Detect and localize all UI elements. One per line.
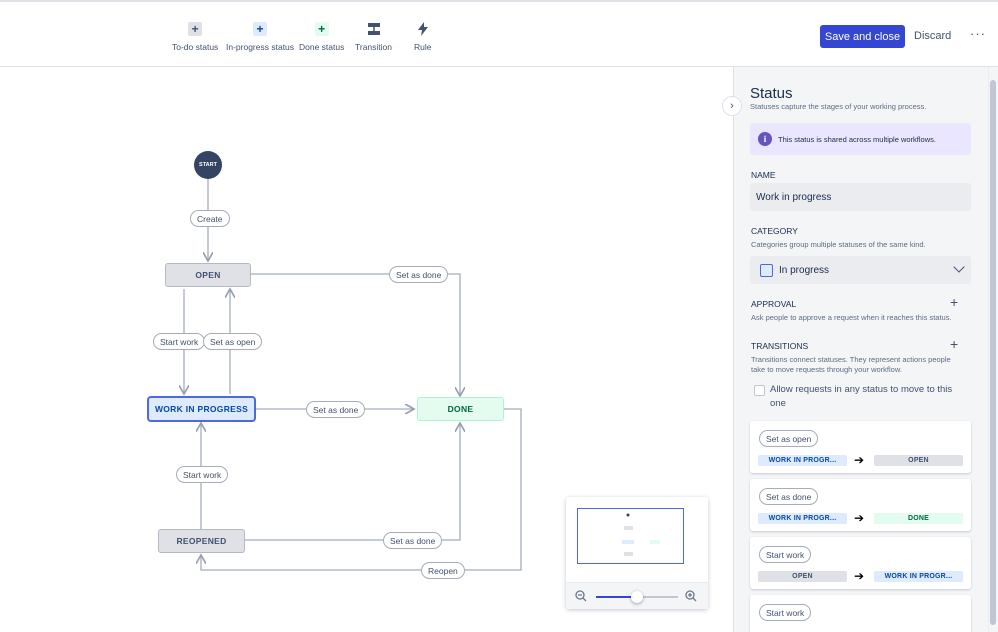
- transition-icon: [367, 22, 381, 36]
- add-transition-icon[interactable]: +: [950, 336, 959, 352]
- tool-label: Rule: [414, 42, 432, 52]
- chevron-down-icon: [953, 261, 965, 273]
- shared-status-info-banner: i This status is shared across multiple …: [750, 123, 971, 155]
- info-text: This status is shared across multiple wo…: [778, 134, 936, 144]
- minimap[interactable]: [566, 497, 708, 609]
- plus-icon: +: [188, 22, 203, 36]
- more-options-button[interactable]: ···: [970, 26, 986, 41]
- approval-label: APPROVAL: [751, 299, 797, 309]
- status-name-value: Work in progress: [756, 191, 832, 203]
- category-select[interactable]: In progress: [750, 256, 971, 284]
- add-inprogress-status-button[interactable]: + In-progress status: [226, 22, 294, 52]
- add-todo-status-button[interactable]: + To-do status: [172, 22, 218, 52]
- transition-label-start-work[interactable]: Start work: [153, 333, 206, 350]
- panel-subtitle: Statuses capture the stages of your work…: [750, 102, 927, 111]
- zoom-controls: [566, 582, 708, 609]
- approval-hint: Ask people to approve a request when it …: [751, 313, 952, 322]
- to-status-lozenge: WORK IN PROGR...: [874, 571, 963, 582]
- tool-label: To-do status: [172, 42, 219, 52]
- transition-card[interactable]: Start work: [750, 595, 971, 632]
- zoom-slider[interactable]: [596, 591, 678, 603]
- lightning-icon: [416, 22, 430, 36]
- transition-label-reopen[interactable]: Reopen: [421, 562, 465, 579]
- transition-label-set-as-done[interactable]: Set as done: [306, 401, 366, 418]
- plus-icon: +: [253, 22, 268, 36]
- transition-card-name: Start work: [759, 604, 812, 621]
- tool-label: Transition: [355, 42, 393, 52]
- category-value: In progress: [779, 264, 830, 276]
- category-color-swatch: [760, 263, 773, 277]
- transition-card-name: Set as open: [759, 430, 819, 447]
- plus-icon: +: [314, 22, 329, 36]
- from-status-lozenge: WORK IN PROGR...: [758, 455, 847, 466]
- transition-label-set-as-done[interactable]: Set as done: [389, 266, 449, 283]
- minimap-viewport[interactable]: [577, 508, 684, 564]
- panel-scrollbar-thumb[interactable]: [990, 80, 996, 625]
- from-status-lozenge: WORK IN PROGR...: [758, 513, 847, 524]
- add-approval-icon[interactable]: +: [950, 294, 959, 310]
- transition-label-start-work[interactable]: Start work: [176, 466, 229, 483]
- to-status-lozenge: OPEN: [874, 455, 963, 466]
- collapse-panel-button[interactable]: ›: [722, 96, 742, 116]
- to-status-lozenge: DONE: [874, 513, 963, 524]
- zoom-in-icon[interactable]: [685, 590, 697, 605]
- transitions-label: TRANSITIONS: [751, 341, 809, 351]
- add-rule-button[interactable]: Rule: [414, 22, 431, 52]
- category-label: CATEGORY: [751, 226, 798, 236]
- workflow-canvas[interactable]: START OPEN WORK IN PROGRESS DONE REOPENE…: [0, 67, 733, 632]
- arrow-right-icon: ➔: [854, 511, 865, 525]
- tool-label: In-progress status: [226, 42, 295, 52]
- arrow-right-icon: ➔: [854, 453, 865, 467]
- transitions-hint: Transitions connect statuses. They repre…: [751, 355, 951, 374]
- transition-card[interactable]: Set as open WORK IN PROGR... ➔ OPEN: [750, 421, 971, 473]
- status-node-open[interactable]: OPEN: [165, 263, 251, 287]
- status-node-work-in-progress[interactable]: WORK IN PROGRESS: [148, 397, 255, 421]
- transition-label-set-as-open[interactable]: Set as open: [203, 333, 263, 350]
- transition-label-set-as-done[interactable]: Set as done: [383, 532, 443, 549]
- zoom-slider-fill: [596, 596, 637, 598]
- transition-card[interactable]: Set as done WORK IN PROGR... ➔ DONE: [750, 479, 971, 531]
- category-hint: Categories group multiple statuses of th…: [751, 240, 926, 249]
- add-done-status-button[interactable]: + Done status: [299, 22, 344, 52]
- panel-title: Status: [750, 85, 793, 102]
- transition-card-name: Set as done: [759, 488, 819, 505]
- transition-card[interactable]: Start work OPEN ➔ WORK IN PROGR...: [750, 537, 971, 589]
- from-status-lozenge: OPEN: [758, 571, 847, 582]
- name-label: NAME: [751, 170, 776, 180]
- allow-any-status-checkbox[interactable]: [754, 385, 765, 396]
- minimap-preview: [622, 513, 660, 556]
- top-toolbar: + To-do status + In-progress status + Do…: [0, 0, 998, 67]
- zoom-slider-handle[interactable]: [631, 591, 643, 603]
- transition-card-name: Start work: [759, 546, 812, 563]
- save-and-close-button[interactable]: Save and close: [820, 25, 905, 48]
- info-icon: i: [758, 132, 772, 146]
- status-node-done[interactable]: DONE: [417, 397, 504, 421]
- start-node[interactable]: START: [194, 151, 222, 179]
- add-transition-button[interactable]: Transition: [355, 22, 392, 52]
- discard-button[interactable]: Discard: [914, 30, 952, 42]
- status-node-reopened[interactable]: REOPENED: [158, 529, 245, 553]
- arrow-right-icon: ➔: [854, 569, 865, 583]
- status-name-field[interactable]: Work in progress: [750, 183, 971, 211]
- zoom-out-icon[interactable]: [575, 590, 587, 605]
- transition-label-create[interactable]: Create: [190, 210, 230, 227]
- tool-label: Done status: [299, 42, 345, 52]
- allow-any-status-label: Allow requests in any status to move to …: [770, 384, 953, 409]
- chevron-right-icon: ›: [730, 100, 734, 112]
